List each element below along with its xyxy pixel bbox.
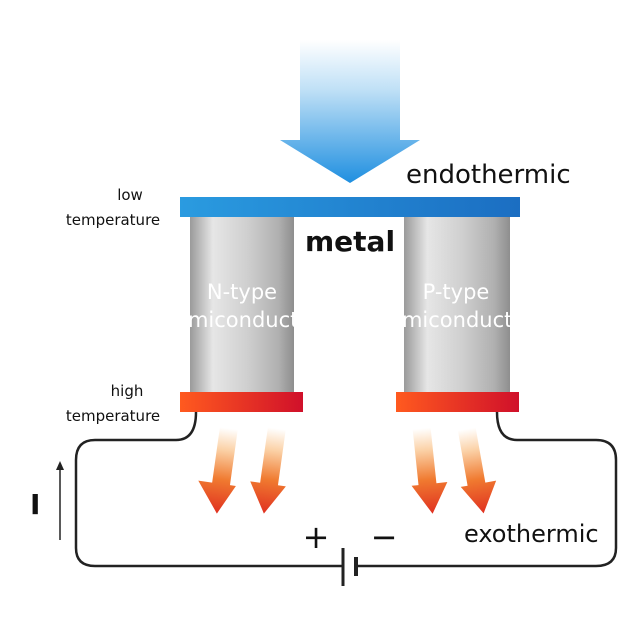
heat-out-arrow-icon (457, 427, 497, 514)
current-label: I (30, 488, 40, 521)
n-type-pillar (190, 217, 294, 392)
p-type-label-line2: semiconductor (378, 308, 534, 332)
cold-metal-bar (180, 197, 520, 217)
heat-out-arrows (198, 427, 497, 514)
metal-label: metal (305, 225, 395, 258)
low-temperature-label-line1: low (117, 186, 143, 204)
circuit-wire-left (74, 411, 343, 568)
p-type-label-line1: P-type (423, 280, 490, 304)
n-type-label-line2: semiconductor (164, 308, 320, 332)
low-temperature-label-line2: temperature (66, 211, 160, 229)
high-temperature-label-line1: high (111, 382, 144, 400)
n-type-label-line1: N-type (207, 280, 277, 304)
endothermic-label: endothermic (406, 160, 571, 190)
p-type-pillar (404, 217, 510, 392)
hot-bar-right (396, 392, 519, 412)
battery-plus-label: + (303, 518, 330, 556)
heat-out-arrow-icon (250, 427, 286, 514)
high-temperature-label-line2: temperature (66, 407, 160, 425)
hot-bar-left (180, 392, 303, 412)
battery-minus-label: − (371, 518, 398, 556)
current-arrow-head-icon (56, 461, 64, 470)
heat-out-arrow-icon (411, 427, 448, 514)
heat-in-arrow-icon (280, 40, 420, 183)
circuit-wire-right (356, 411, 618, 568)
exothermic-label: exothermic (464, 520, 599, 548)
heat-out-arrow-icon (198, 427, 238, 514)
